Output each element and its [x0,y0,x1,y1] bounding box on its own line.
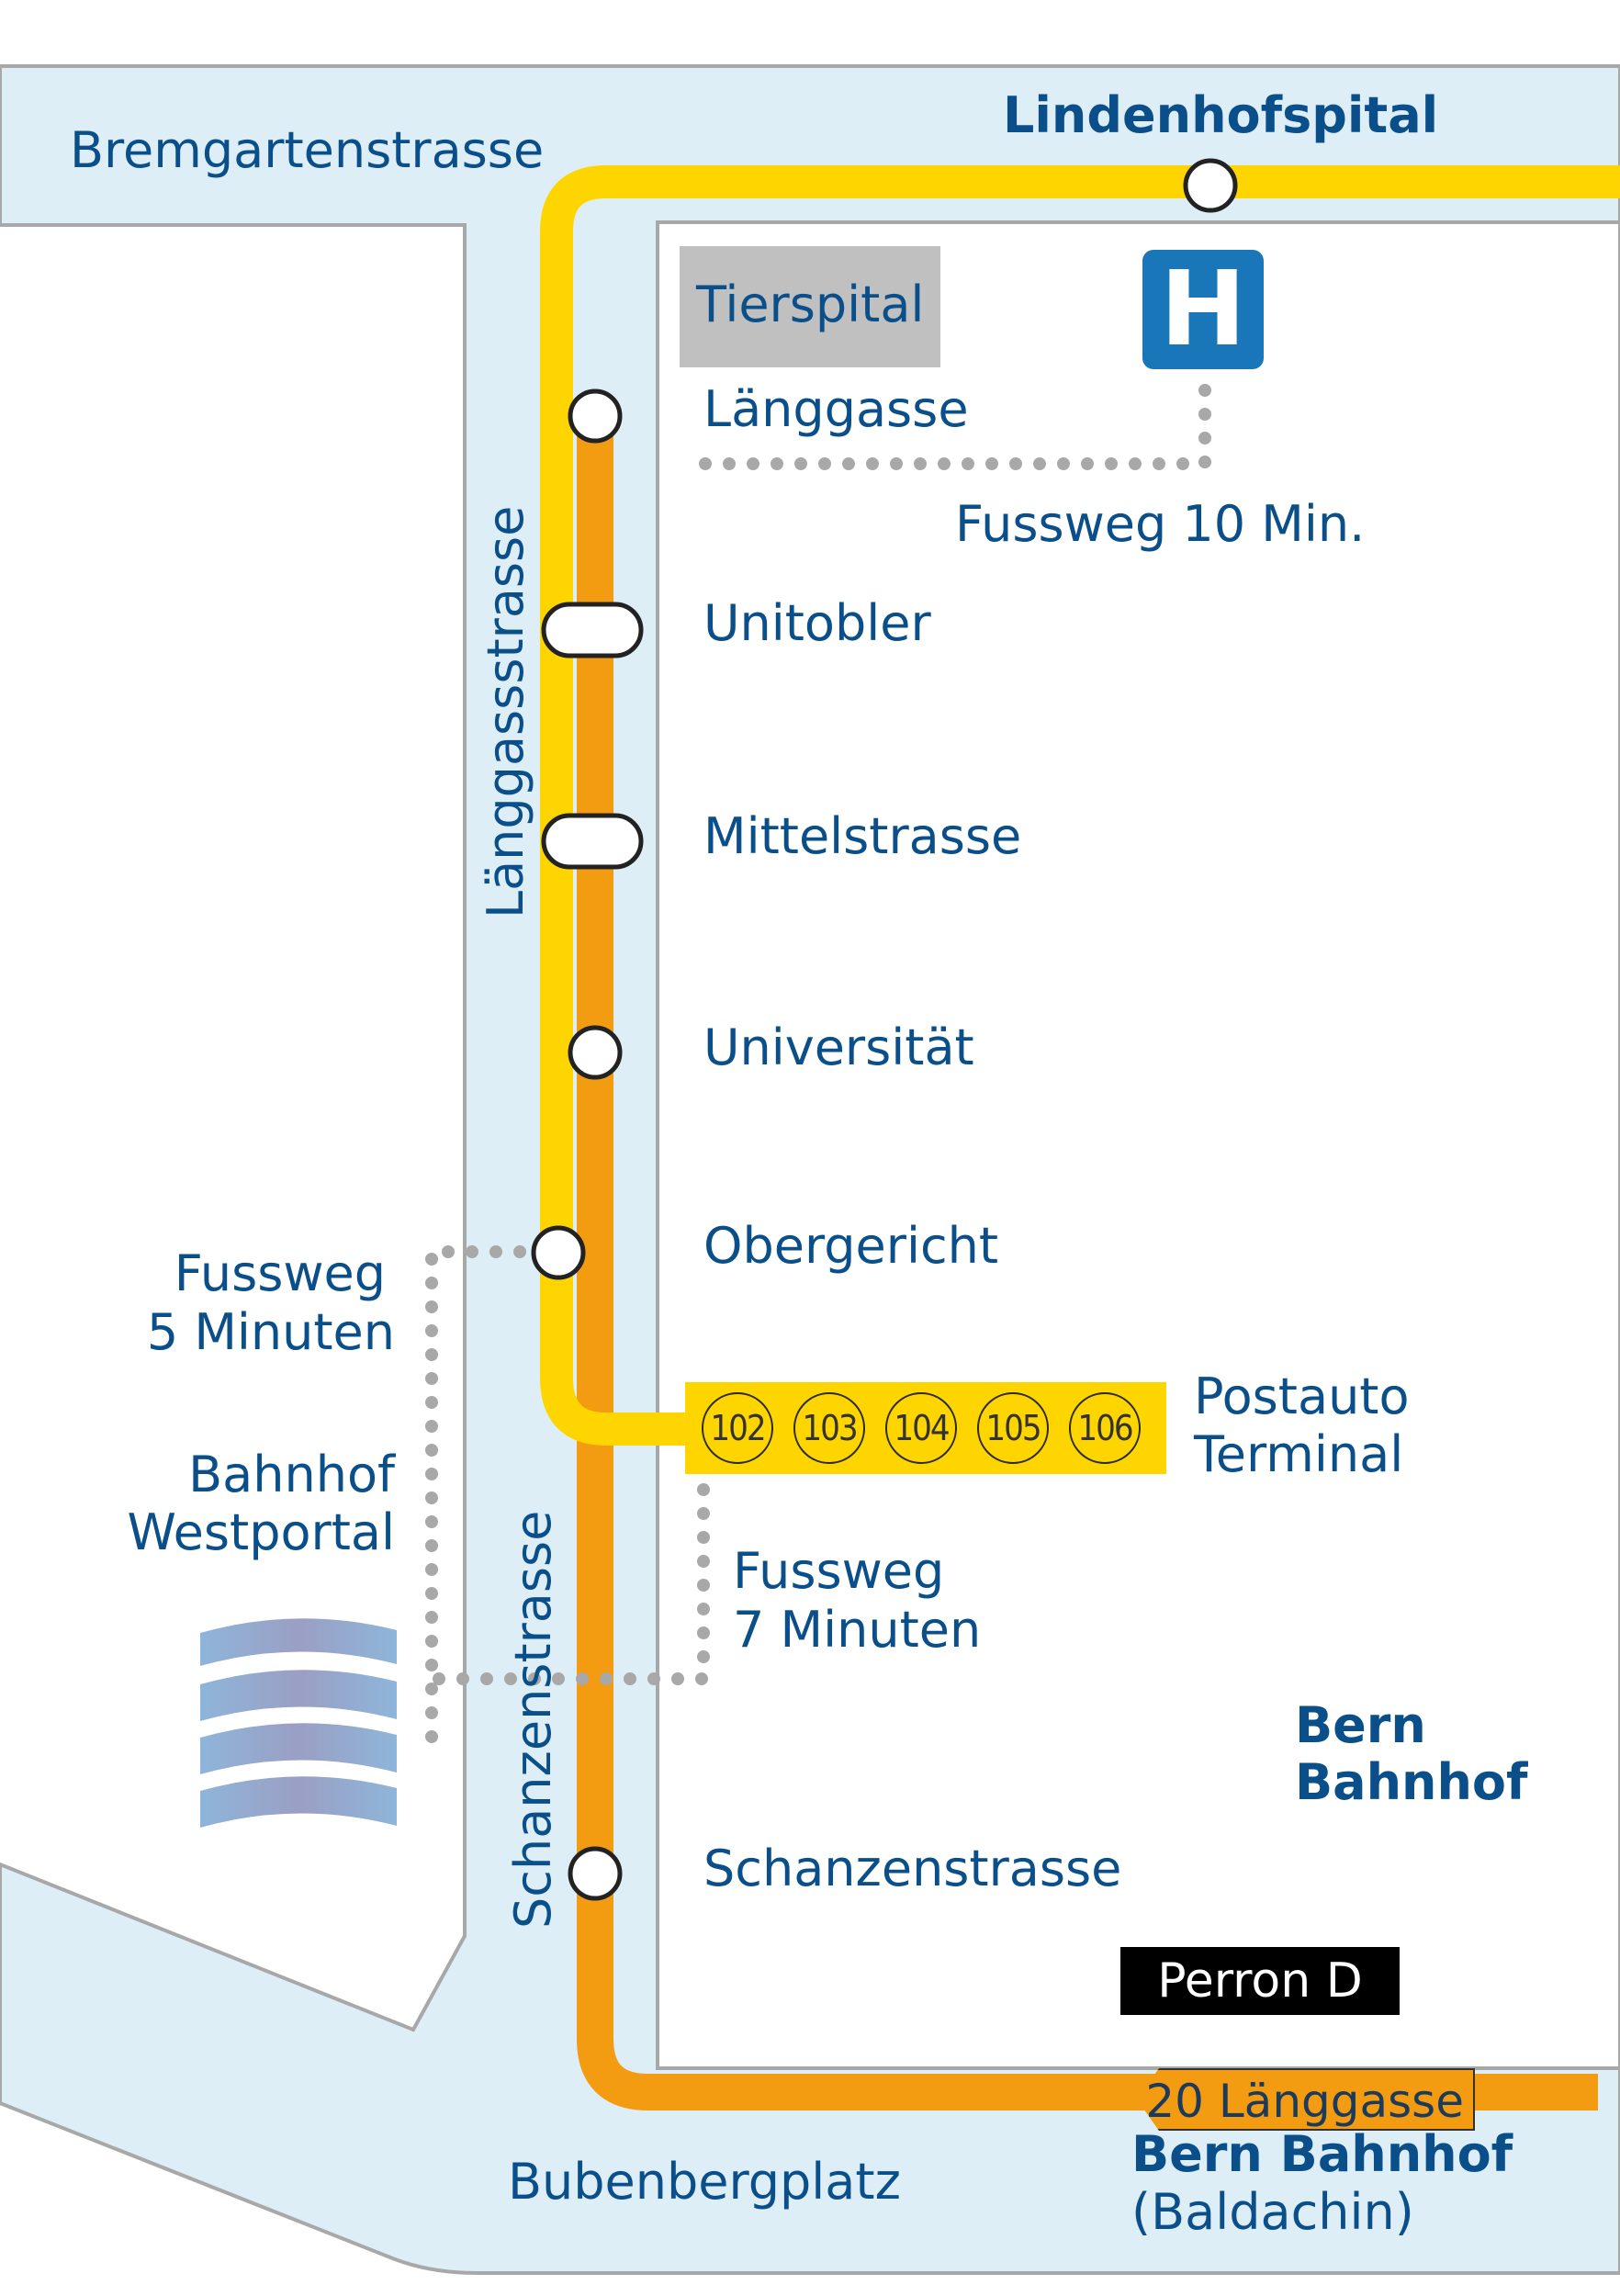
bern-bahnhof-label-1: Bern [1295,1696,1426,1754]
stop-label-bern-bahnhof: Bern Bahnhof [1131,2125,1513,2183]
stop-marker-schanzenstrasse[interactable] [568,1846,623,1901]
postauto-label-1: Postauto [1194,1367,1410,1425]
stop-marker-universitaet[interactable] [568,1025,623,1080]
tierspital-label: Tierspital [696,276,925,333]
stop-marker-unitobler[interactable] [541,602,644,658]
footpath-hospital [675,384,1211,470]
station-roof-icon [200,1618,397,1828]
street-bubenbergplatz: Bubenbergplatz [508,2153,901,2211]
stop-label-unitobler: Unitobler [703,594,931,652]
hospital-sign-icon: H [1142,250,1264,369]
bus-route-102[interactable]: 102 [702,1392,773,1464]
footpath-westportal-label-2: 5 Minuten [146,1303,395,1361]
stop-label-schanzenstrasse: Schanzenstrasse [703,1840,1122,1897]
street-bremgartenstrasse: Bremgartenstrasse [70,121,545,179]
bus-route-103[interactable]: 103 [793,1392,865,1464]
bahnhof-block [656,220,1620,2070]
bern-bahnhof-label-2: Bahnhof [1295,1753,1528,1811]
bus-route-106[interactable]: 106 [1069,1392,1141,1464]
postauto-bus-bar: 102 103 104 105 106 [685,1382,1166,1474]
line-yellow [540,165,1620,1446]
footpath-hospital-label: Fussweg 10 Min. [955,495,1366,553]
stop-label-baldachin: (Baldachin) [1131,2183,1414,2241]
footpath-westportal [425,1245,526,1761]
bus-route-105[interactable]: 105 [977,1392,1049,1464]
perron-d-label: Perron D [1120,1947,1400,2015]
footpath-westportal-label-1: Fussweg [174,1244,386,1302]
stop-marker-mittelstrasse[interactable] [541,813,644,870]
street-schanzenstrasse: Schanzenstrasse [504,1510,562,1929]
westportal-label-1: Bahnhof [188,1446,395,1503]
footpath-postauto-label-2: 7 Minuten [733,1601,982,1659]
footpath-postauto [425,1483,710,1685]
stop-label-universitaet: Universität [703,1019,974,1076]
stop-label-laenggasse: Länggasse [703,380,969,438]
bus-route-104[interactable]: 104 [885,1392,957,1464]
stop-marker-obergericht[interactable] [531,1225,586,1280]
footpath-postauto-label-1: Fussweg [733,1542,945,1600]
line-20-tag[interactable]: 20 Länggasse [1137,2068,1475,2131]
stop-marker-lindenhofspital[interactable] [1183,158,1238,213]
line-20-orange [577,413,1598,2110]
stop-marker-laenggasse[interactable] [568,388,623,444]
stop-label-mittelstrasse: Mittelstrasse [703,807,1022,865]
postauto-label-2: Terminal [1194,1425,1404,1483]
stop-label-obergericht: Obergericht [703,1217,999,1275]
stop-label-lindenhofspital: Lindenhofspital [1003,86,1439,144]
tierspital-box: Tierspital [680,246,940,367]
westportal-label-2: Westportal [127,1503,395,1561]
street-laenggassstrasse: Länggassstrasse [477,505,534,918]
